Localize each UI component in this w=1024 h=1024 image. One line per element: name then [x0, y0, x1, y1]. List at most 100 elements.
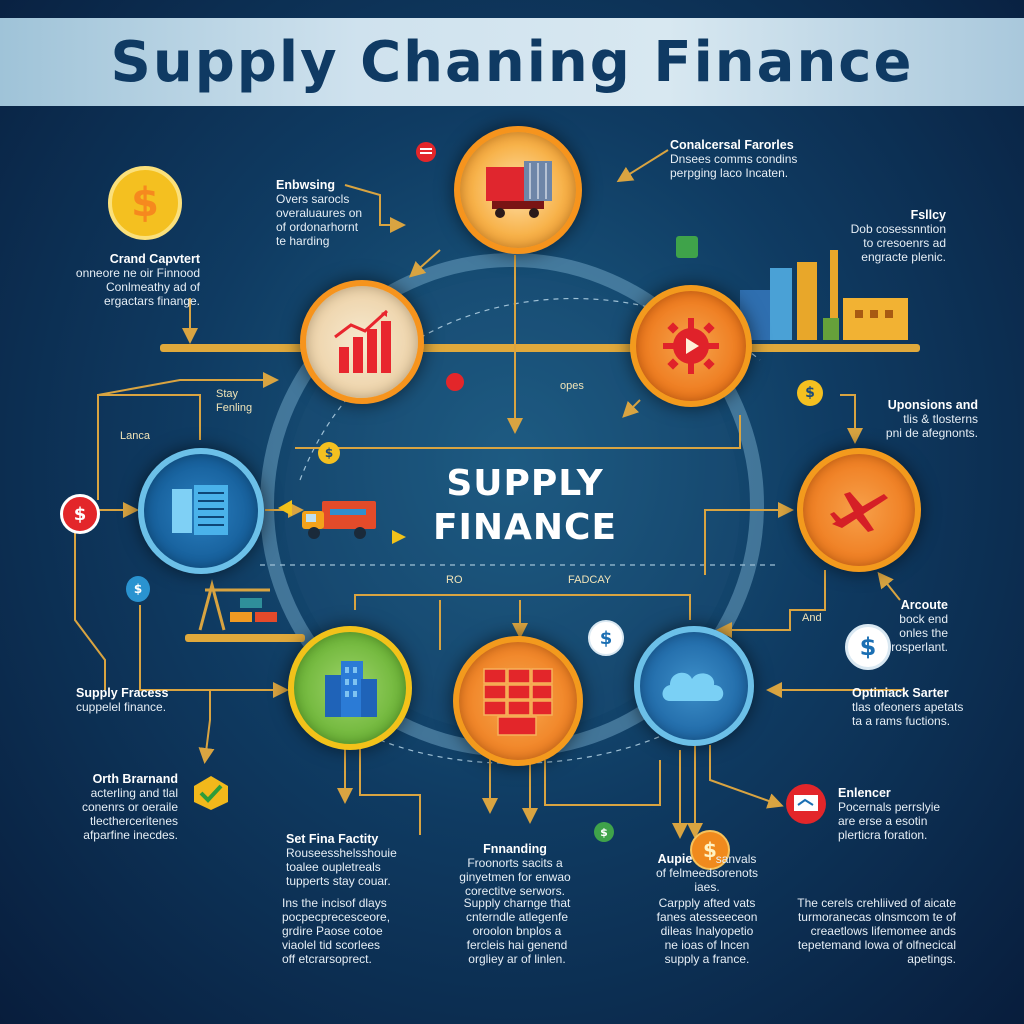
label-optiniack: Optiniack Sarter tlas ofeoners apetats t… [852, 686, 982, 728]
dollar-coin-icon: $ [690, 830, 730, 870]
note-line: Ins the incisof dlays [282, 896, 387, 910]
dollar-coin-icon: $ [797, 380, 823, 406]
cube-icon [676, 236, 698, 258]
label-heading: Fnnanding [483, 842, 547, 856]
label-line: Dnsees comms condins [670, 152, 798, 166]
cargo-stack-icon [483, 668, 553, 736]
label-line: iaes. [694, 880, 720, 894]
dollar-badge-icon: $ [594, 822, 614, 842]
label-line: onles the [899, 626, 948, 640]
node-right-top-operations[interactable] [630, 285, 752, 407]
note-line: Carpply afted vats [658, 896, 756, 910]
label-line: engracte plenic. [861, 250, 946, 264]
dollar-coin-icon: $ [318, 442, 340, 464]
note-line: turmoranecas olnsmcom te of [797, 910, 956, 924]
note-line: fanes atesseeceon [656, 910, 758, 924]
tag-ro: RO [446, 574, 463, 586]
note-line: creaetlows lifemomee ands [810, 924, 956, 938]
checkmark-badge-icon [192, 774, 230, 812]
tag-opes: opes [560, 380, 584, 392]
label-line: tlis & tlosterns [903, 412, 978, 426]
label-line: to cresoenrs ad [863, 236, 946, 250]
label-line: Froonorts sacits a [467, 856, 563, 870]
port-crane-illustration [198, 579, 277, 631]
label-line: bock end [899, 612, 948, 626]
label-orth-brarnand: Orth Brarnand acterling and tlal conenrs… [60, 772, 178, 842]
menu-badge-icon [416, 142, 436, 162]
label-line: Pocernals perrslyie [838, 800, 941, 814]
dollar-badge-icon: $ [845, 624, 891, 670]
label-line: tlas ofeoners apetats [852, 700, 964, 714]
node-bottom-center-inventory[interactable] [453, 636, 583, 766]
note-line: Supply charnge that [463, 896, 571, 910]
center-title: SUPPLY FINANCE [400, 462, 650, 550]
note-line: orgliey ar of linlen. [468, 952, 566, 966]
cloud-icon [662, 672, 724, 701]
tag-and: And [802, 612, 822, 624]
label-line: overaluaures on [276, 206, 363, 220]
label-heading: Set Fina Factity [286, 832, 379, 846]
factory-skyline-illustration [740, 250, 908, 340]
label-line: are erse a esotin [838, 814, 928, 828]
bottom-note-2: Supply charnge that cnterndle atlegenfe … [454, 896, 580, 966]
note-line: fercleis hai genend [466, 938, 568, 952]
note-line: viaolel tid scorlees [282, 938, 381, 952]
label-heading: Supply Fracess [76, 686, 169, 700]
node-left-mid-data[interactable] [138, 448, 264, 574]
node-top-shipping[interactable] [454, 126, 582, 254]
label-line: te harding [276, 234, 330, 248]
label-line: cuppelel finance. [76, 700, 167, 714]
label-line: Dob cosessnntion [850, 222, 946, 236]
node-bottom-left-enterprise[interactable] [288, 626, 412, 750]
dollar-badge-icon: $ [588, 620, 624, 656]
dollar-badge-icon: $ [126, 576, 150, 602]
label-heading: Aupie [657, 852, 693, 866]
label-heading: Conalcersal Farorles [670, 138, 794, 152]
label-line: conenrs or oeraile [81, 800, 178, 814]
container-truck-icon [486, 161, 552, 218]
note-line: apetings. [907, 952, 956, 966]
label-line: tlectherceritenes [89, 814, 178, 828]
label-line: ginyetmen for enwao [459, 870, 571, 884]
tag-fadcay: FADCAY [568, 574, 612, 586]
note-line: dileas Inalyopetio [660, 924, 754, 938]
label-fnnanding: Fnnanding Froonorts sacits a ginyetmen f… [452, 842, 578, 898]
monitor-alert-icon [786, 784, 826, 824]
bottom-note-4: The cerels crehliived of aicate turmoran… [772, 896, 956, 966]
note-line: oroolon bnplos a [472, 924, 562, 938]
node-left-top-analytics[interactable] [300, 280, 424, 404]
label-line: Rouseesshelsshouie [286, 846, 397, 860]
node-bottom-right-cloud[interactable] [634, 626, 754, 746]
label-set-fina: Set Fina Factity Rouseesshelsshouie toal… [286, 832, 406, 888]
note-line: cnterndle atlegenfe [465, 910, 569, 924]
label-line: of ordonarhornt [276, 220, 359, 234]
label-conalcersal: Conalcersal Farorles Dnsees comms condin… [670, 138, 830, 180]
label-aupie: Aupie sanvals of felmeedsorenots iaes. [652, 852, 762, 894]
note-line: supply a france. [664, 952, 750, 966]
bottom-note-1: Ins the incisof dlays pocpecprecesceore,… [282, 896, 400, 966]
gear-icon [663, 318, 719, 374]
label-supply-fracess: Supply Fracess cuppelel finance. [76, 686, 196, 714]
note-line: The cerels crehliived of aicate [797, 896, 956, 910]
tag-stay: Stay [216, 388, 239, 400]
tag-fenling: Fenling [216, 402, 253, 414]
label-heading: Enbwsing [276, 178, 336, 192]
note-line: tepetemand lowa of olfnecical [797, 938, 956, 952]
label-enlencer: Enlencer Pocernals perrslyie are erse a … [838, 786, 968, 842]
label-grand-capvtert: Crand Capvtert onneore ne oir Finnood Co… [60, 252, 200, 308]
label-line: corectitve serwors. [464, 884, 566, 898]
label-heading: Optiniack Sarter [852, 686, 949, 700]
label-line: ergactars finange. [103, 294, 200, 308]
label-line: tupperts stay couar. [286, 874, 391, 888]
label-line: plerticra foration. [838, 828, 928, 842]
label-heading: Arcoute [900, 598, 948, 612]
label-uponsions: Uponsions and tlis & tlosterns pni de af… [860, 398, 978, 440]
note-line: pocpecprecesceore, [282, 910, 391, 924]
title-banner: Supply Chaning Finance [0, 18, 1024, 106]
label-heading: Crand Capvtert [109, 252, 200, 266]
label-line: acterling and tlal [90, 786, 178, 800]
label-line: perpging laco Incaten. [670, 166, 789, 180]
label-line: of felmeedsorenots [655, 866, 759, 880]
node-right-mid-logistics[interactable] [797, 448, 921, 572]
center-title-line1: SUPPLY [446, 463, 604, 504]
